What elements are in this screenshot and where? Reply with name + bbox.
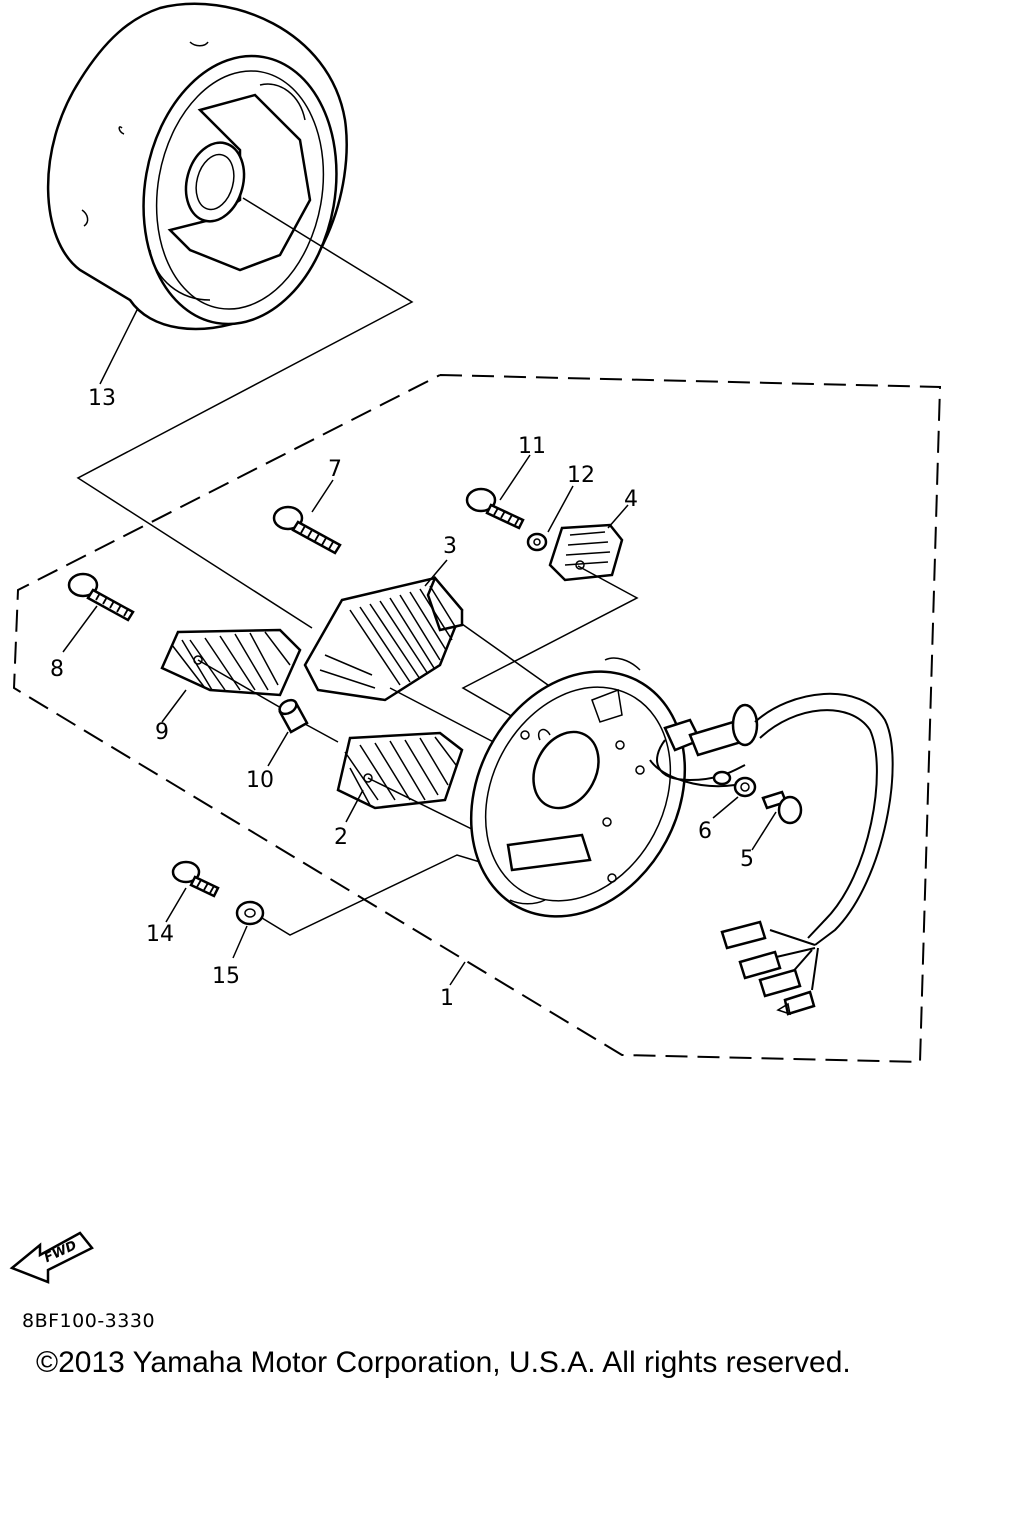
callout-12: 12 [567, 463, 595, 488]
washer-12 [526, 532, 548, 552]
washer-15 [235, 900, 265, 926]
coil-4 [548, 523, 624, 582]
callout-1: 1 [440, 986, 454, 1011]
callout-5: 5 [740, 847, 754, 872]
callout-11: 11 [518, 434, 546, 459]
screw-7 [272, 505, 342, 555]
callout-2: 2 [334, 825, 348, 850]
callout-15: 15 [212, 964, 240, 989]
callout-10: 10 [246, 768, 274, 793]
coil-2 [336, 731, 464, 810]
washer-6 [733, 776, 757, 798]
screw-11 [465, 487, 525, 530]
screw-14 [171, 860, 220, 898]
callout-6: 6 [698, 819, 712, 844]
copyright-notice: ©2013 Yamaha Motor Corporation, U.S.A. A… [36, 1346, 851, 1379]
callout-9: 9 [155, 720, 169, 745]
screw-8 [67, 572, 135, 622]
callout-3: 3 [443, 534, 457, 559]
assembly-boundary [12, 374, 942, 1064]
flywheel-rotor [46, 2, 348, 331]
wire-harness [649, 692, 894, 1016]
spacer-10 [278, 698, 309, 734]
coil-3 [303, 575, 464, 702]
callout-7: 7 [328, 457, 342, 482]
coil-9 [160, 628, 302, 697]
stator-base-plate [469, 657, 687, 918]
screw-5 [761, 790, 803, 825]
callout-4: 4 [624, 487, 638, 512]
diagram-code: 8BF100-3330 [22, 1310, 156, 1332]
callout-14: 14 [146, 922, 174, 947]
callout-13: 13 [88, 386, 116, 411]
fwd-arrow-icon: FWD [9, 1231, 94, 1284]
callout-8: 8 [50, 657, 64, 682]
